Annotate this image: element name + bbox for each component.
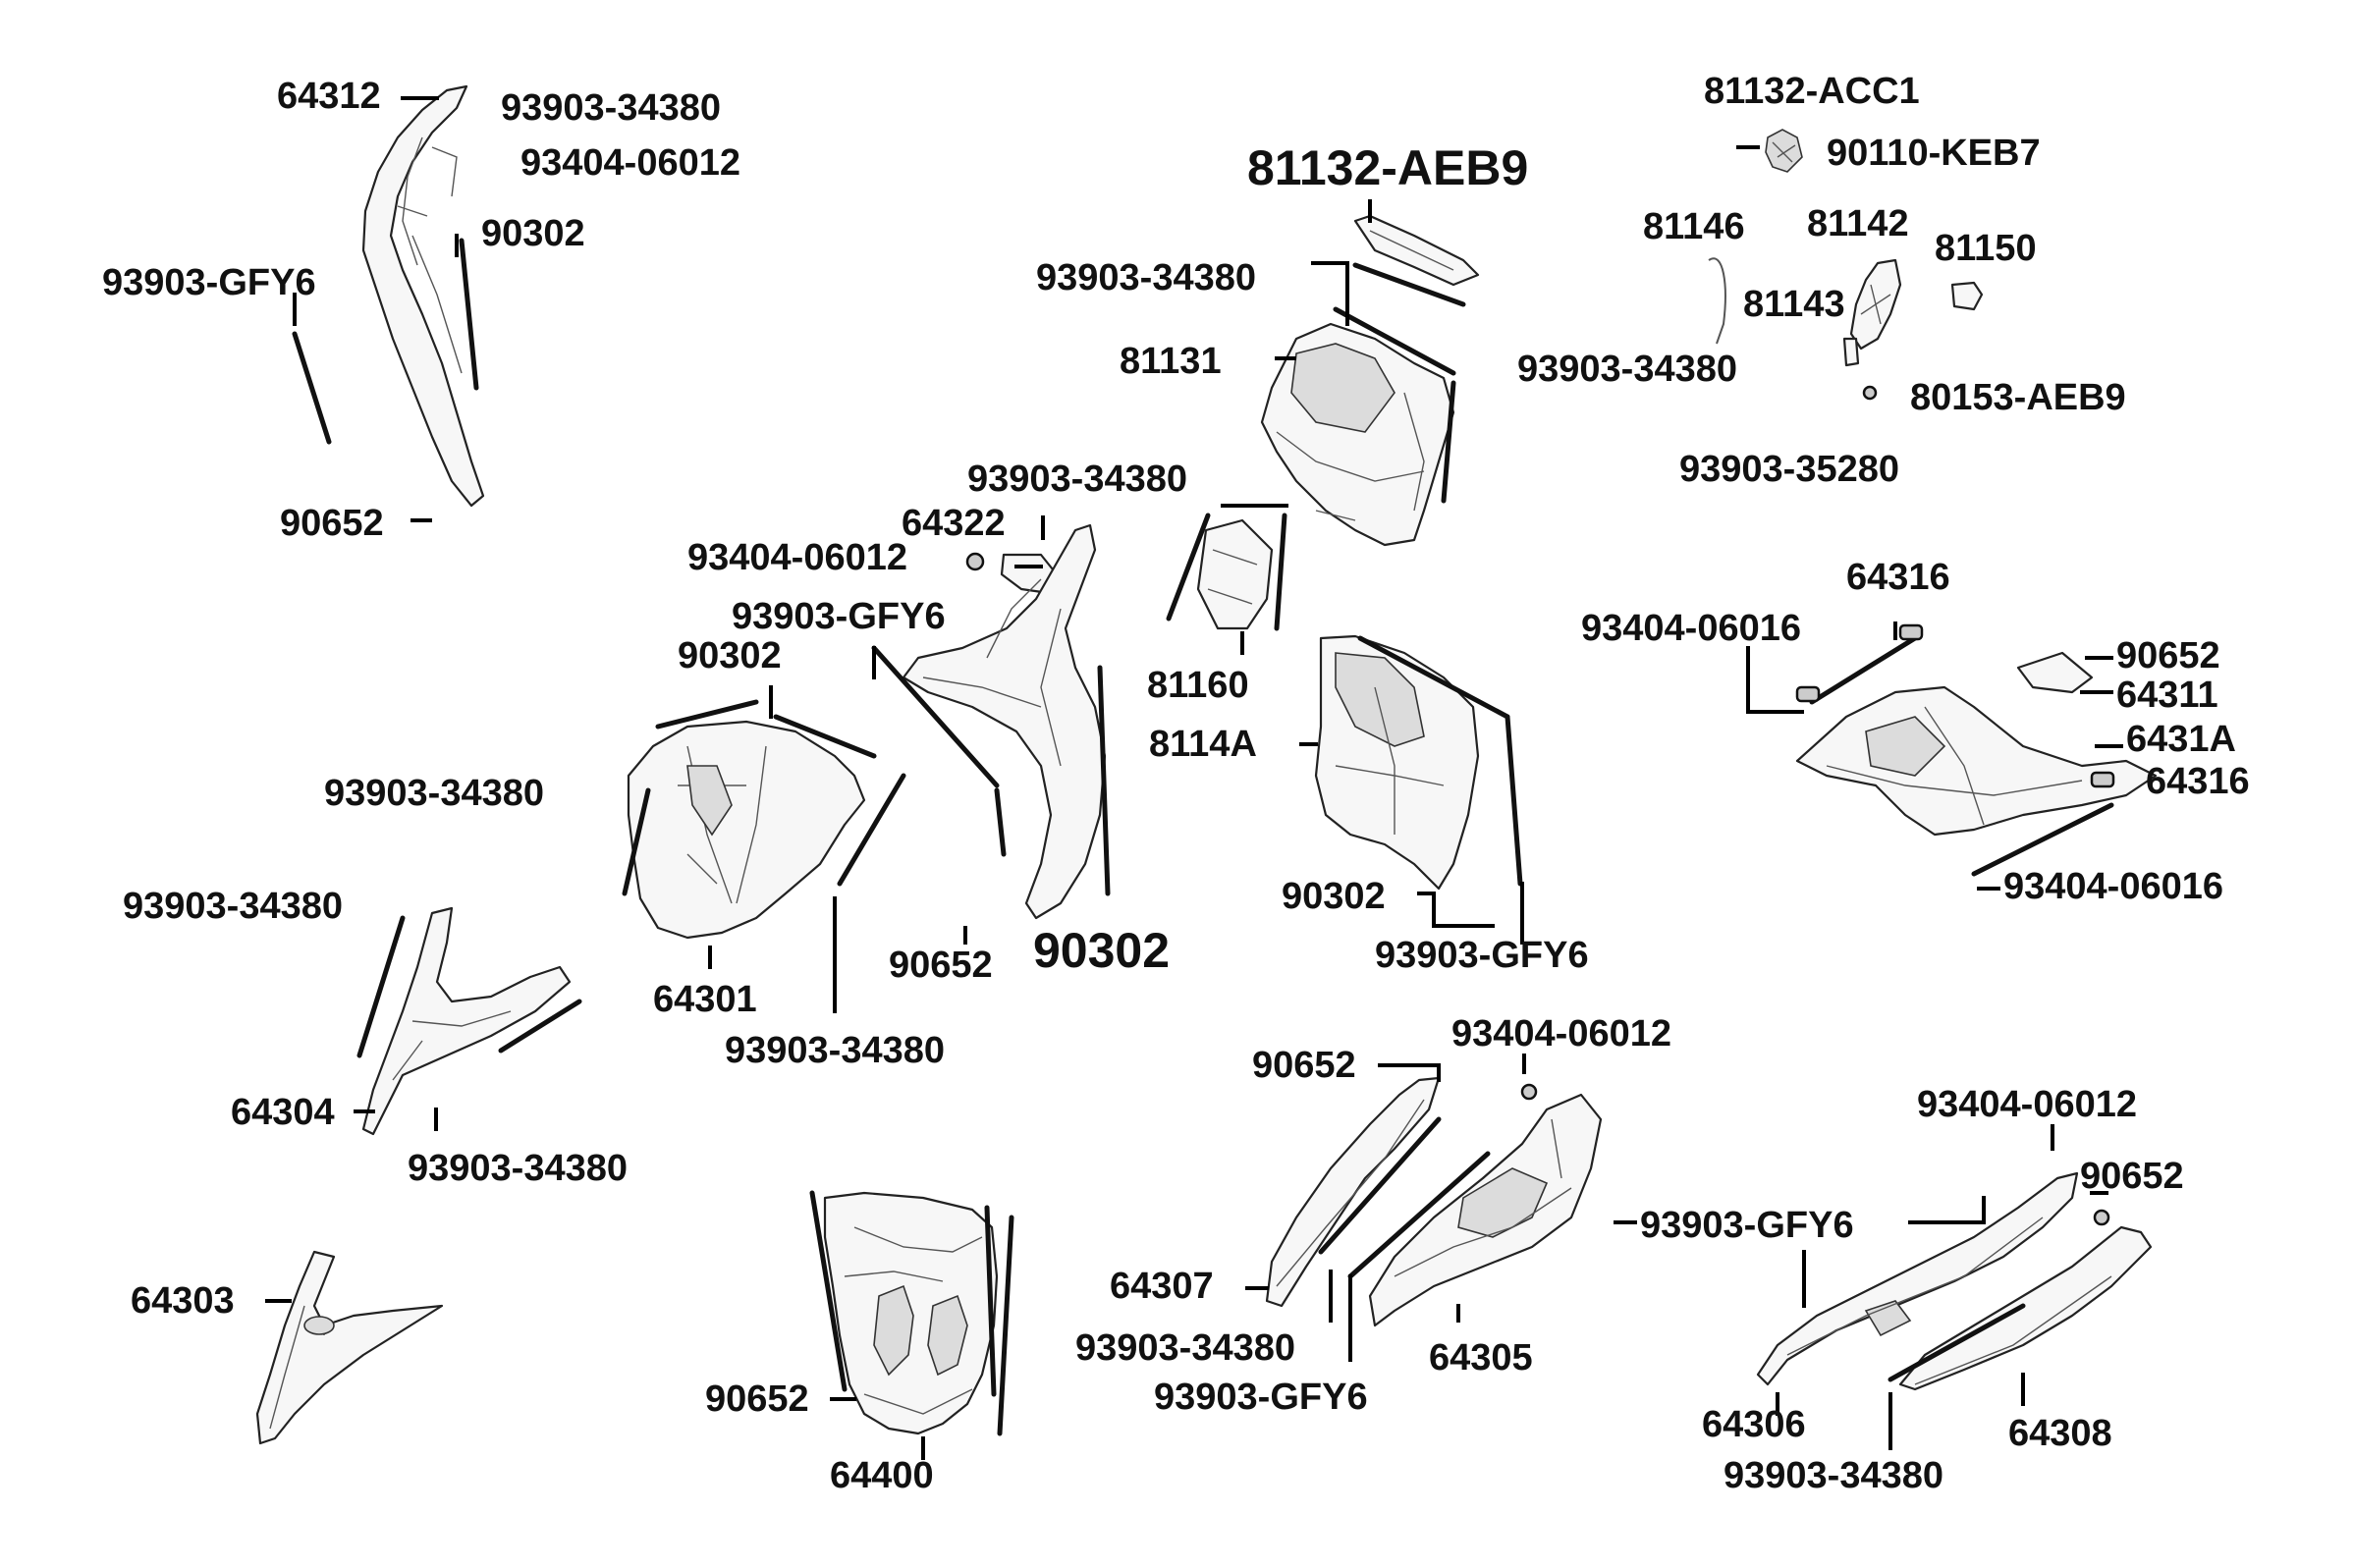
label-93903-34380: 93903-34380 [1036, 257, 1256, 298]
part-81132-AEB9-tray [1352, 214, 1480, 307]
label-90302: 90302 [1282, 876, 1386, 917]
label-93903-GFY6: 93903-GFY6 [1375, 935, 1589, 976]
label-93903-34380: 93903-34380 [1724, 1455, 1943, 1496]
label-93903-34380: 93903-34380 [324, 773, 544, 814]
label-64311: 64311 [2116, 675, 2218, 716]
label-64316: 64316 [1846, 557, 1950, 598]
label-64306: 64306 [1702, 1404, 1806, 1445]
label-64307: 64307 [1110, 1266, 1214, 1307]
label-93903-35280: 93903-35280 [1679, 449, 1899, 490]
label-93404-06012: 93404-06012 [687, 537, 907, 578]
part-64400-front-panel [809, 1190, 1014, 1436]
part-front-inner-shell [871, 523, 1111, 920]
label-81132-AEB9: 81132-AEB9 [1247, 140, 1528, 195]
label-81150: 81150 [1935, 228, 2037, 269]
label-90652: 90652 [280, 503, 384, 544]
part-64307-side-strip [1265, 1076, 1491, 1308]
label-64322: 64322 [902, 503, 1006, 544]
label-93404-06016: 93404-06016 [1581, 608, 1801, 649]
part-64305-side-cover [1368, 1083, 1603, 1327]
label-64316: 64316 [2146, 761, 2250, 802]
label-81160: 81160 [1147, 665, 1249, 706]
label-90652: 90652 [1252, 1045, 1356, 1086]
label-64312: 64312 [277, 76, 381, 117]
label-64400: 64400 [830, 1455, 934, 1496]
label-81132-ACC1: 81132-ACC1 [1704, 71, 1920, 112]
label-90652: 90652 [2116, 635, 2220, 676]
part-64308-side-cover [1888, 1209, 2153, 1391]
label-93903-34380: 93903-34380 [123, 886, 343, 927]
part-8114A-inner-panel [1314, 634, 1523, 891]
label-93903-GFY6: 93903-GFY6 [102, 262, 316, 303]
part-64312-side-cover [292, 84, 485, 508]
label-81143: 81143 [1743, 284, 1845, 325]
part-81132-ACC1-knob [1765, 129, 1803, 173]
label-64303: 64303 [131, 1280, 235, 1322]
label-90302: 90302 [481, 213, 585, 254]
part-64311-floor-panel [1795, 623, 2158, 877]
part-81160-bracket [1166, 513, 1287, 631]
label-90110-KEB7: 90110-KEB7 [1827, 133, 2041, 174]
label-93404-06016: 93404-06016 [2003, 866, 2223, 907]
label-81142: 81142 [1807, 203, 1909, 244]
label-93903-GFY6: 93903-GFY6 [732, 596, 946, 637]
part-64303-front-cover [255, 1250, 444, 1445]
label-80153-AEB9: 80153-AEB9 [1910, 377, 2126, 418]
label-93903-34380: 93903-34380 [967, 459, 1187, 500]
label-81131: 81131 [1120, 341, 1222, 382]
label-64304: 64304 [231, 1092, 335, 1133]
label-64305: 64305 [1429, 1337, 1533, 1379]
label-93404-06012: 93404-06012 [1451, 1013, 1671, 1054]
label-93903-34380: 93903-34380 [501, 87, 721, 129]
part-64301-front-nose [622, 699, 906, 940]
label-64301: 64301 [653, 979, 757, 1020]
label-90302: 90302 [678, 635, 782, 676]
part-64306-side-cover [1756, 1171, 2079, 1386]
label-90652: 90652 [889, 945, 993, 986]
label-90652: 90652 [705, 1379, 809, 1420]
label-6431A: 6431A [2126, 719, 2236, 760]
label-93404-06012: 93404-06012 [1917, 1084, 2137, 1125]
part-81131-storage-box [1260, 306, 1456, 547]
label-93903-34380: 93903-34380 [725, 1030, 945, 1071]
part-64304-lower-bracket [356, 906, 582, 1136]
part-81142-lid-group [1708, 257, 1984, 401]
label-90652: 90652 [2080, 1156, 2184, 1197]
label-90302-bold: 90302 [1033, 923, 1170, 978]
label-8114A: 8114A [1149, 724, 1257, 765]
label-93404-06012: 93404-06012 [520, 142, 740, 184]
label-93903-34380: 93903-34380 [408, 1148, 628, 1189]
leader-lines [265, 96, 2123, 1460]
label-81146: 81146 [1643, 206, 1745, 247]
label-93903-GFY6: 93903-GFY6 [1640, 1205, 1854, 1246]
part-number-labels: 64312 93903-34380 93404-06012 90302 9390… [102, 71, 2250, 1496]
label-93903-34380: 93903-34380 [1517, 349, 1737, 390]
label-64308: 64308 [2008, 1413, 2112, 1454]
label-93903-GFY6: 93903-GFY6 [1154, 1377, 1368, 1418]
label-93903-34380: 93903-34380 [1075, 1327, 1295, 1369]
